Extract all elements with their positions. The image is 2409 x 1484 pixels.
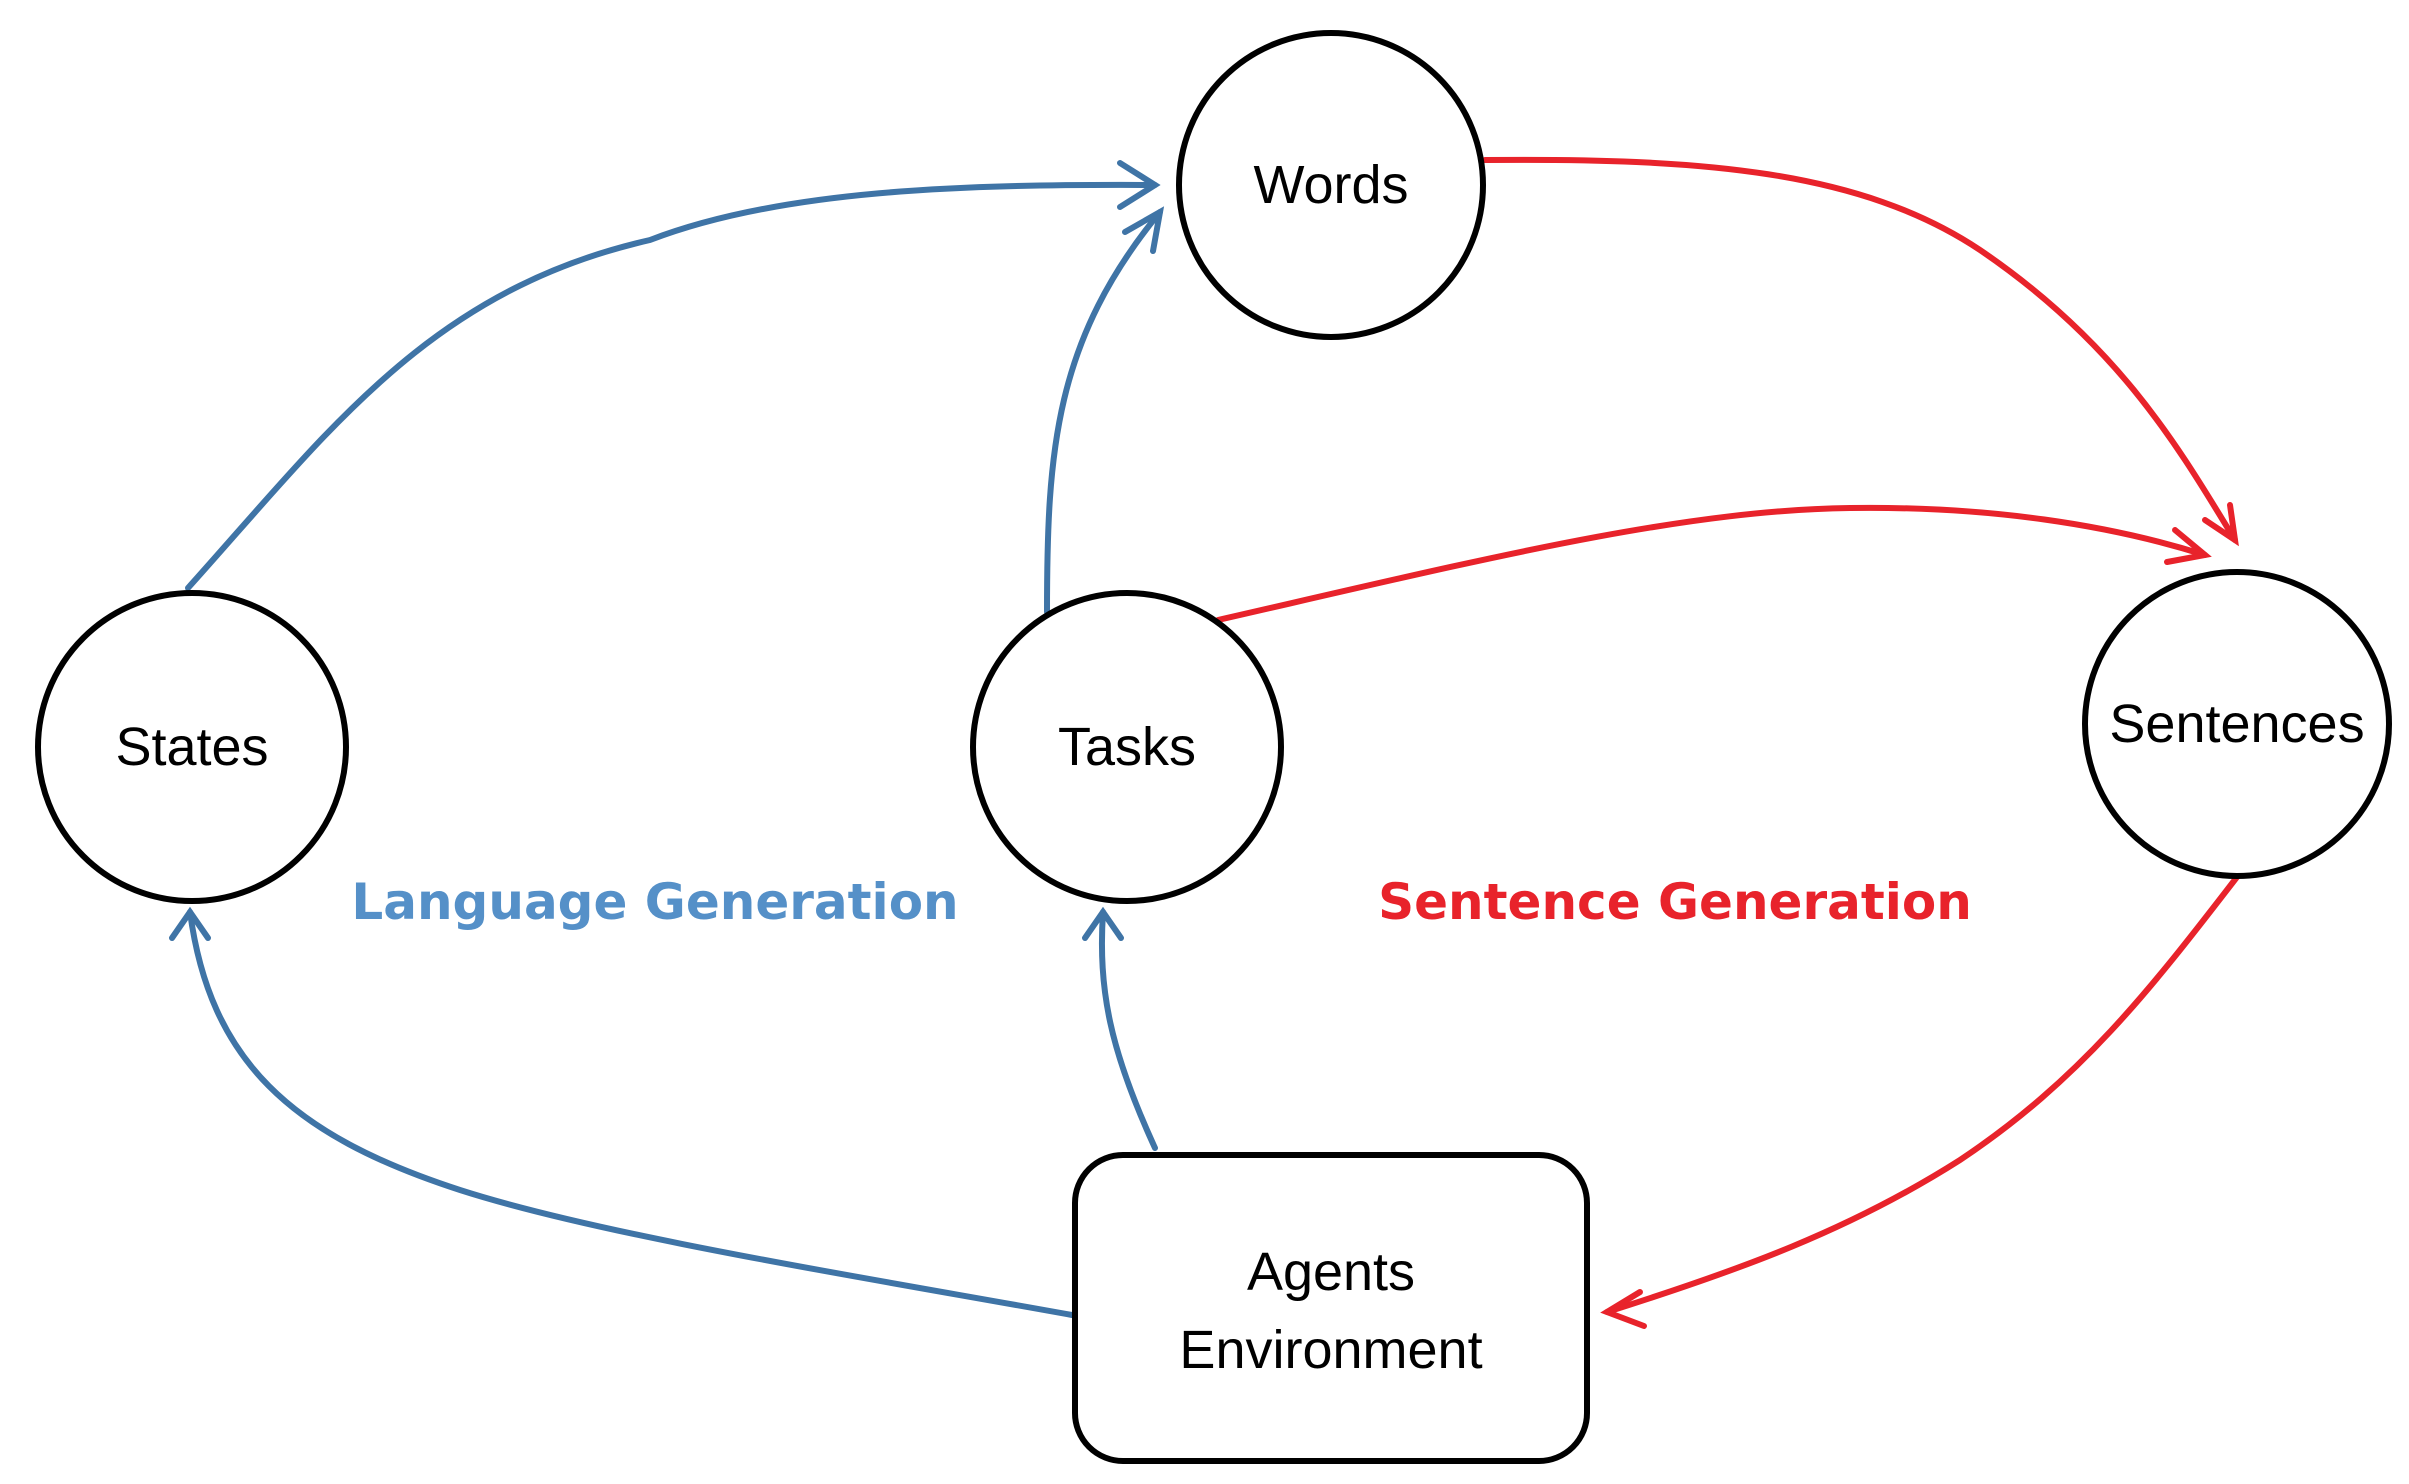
- node-agents-environment-shape: [1072, 1152, 1590, 1464]
- node-states-shape: [35, 590, 349, 904]
- node-states-label: States: [115, 717, 268, 777]
- node-words-shape: [1176, 30, 1486, 340]
- edge-tasks-to-sentences: [1215, 504, 2208, 623]
- language-generation-label: Language Generation: [351, 873, 958, 931]
- sentence-generation-label: Sentence Generation: [1378, 873, 1972, 931]
- edge-sentences-to-agents: [1604, 874, 2240, 1315]
- edge-agents-to-tasks: [1098, 909, 1158, 1151]
- edge-words-to-sentences: [1482, 156, 2238, 543]
- node-tasks-label: Tasks: [1058, 717, 1196, 777]
- node-agents-environment: Agents Environment: [1072, 1152, 1590, 1464]
- node-tasks: Tasks: [970, 590, 1284, 904]
- node-agents-label-line1: Agents: [1247, 1242, 1415, 1302]
- edge-agents-to-states: [187, 909, 1075, 1318]
- arrowhead-sentences-from-tasks: [2164, 527, 2212, 565]
- node-words: Words: [1176, 30, 1486, 340]
- arrowhead-words-from-states: [1117, 160, 1161, 210]
- arrowhead-agents-from-sentences: [1600, 1289, 1647, 1329]
- node-agents-label-line2: Environment: [1179, 1320, 1482, 1380]
- arrowhead-sentences-from-words: [2202, 502, 2239, 547]
- arrowhead-tasks-from-agents: [1082, 906, 1124, 941]
- node-sentences-shape: [2082, 569, 2392, 879]
- edge-tasks-to-words: [1044, 209, 1163, 615]
- node-sentences: Sentences: [2082, 569, 2392, 879]
- node-states: States: [35, 590, 349, 904]
- edge-states-to-words: [185, 181, 1158, 591]
- node-words-label: Words: [1253, 155, 1408, 215]
- node-tasks-shape: [970, 590, 1284, 904]
- sentence-edges: [1215, 156, 2240, 1329]
- node-sentences-label: Sentences: [2109, 694, 2364, 754]
- arrowhead-states-from-agents: [169, 906, 211, 941]
- arrowhead-words-from-tasks: [1122, 206, 1165, 254]
- language-edges: [169, 160, 1165, 1318]
